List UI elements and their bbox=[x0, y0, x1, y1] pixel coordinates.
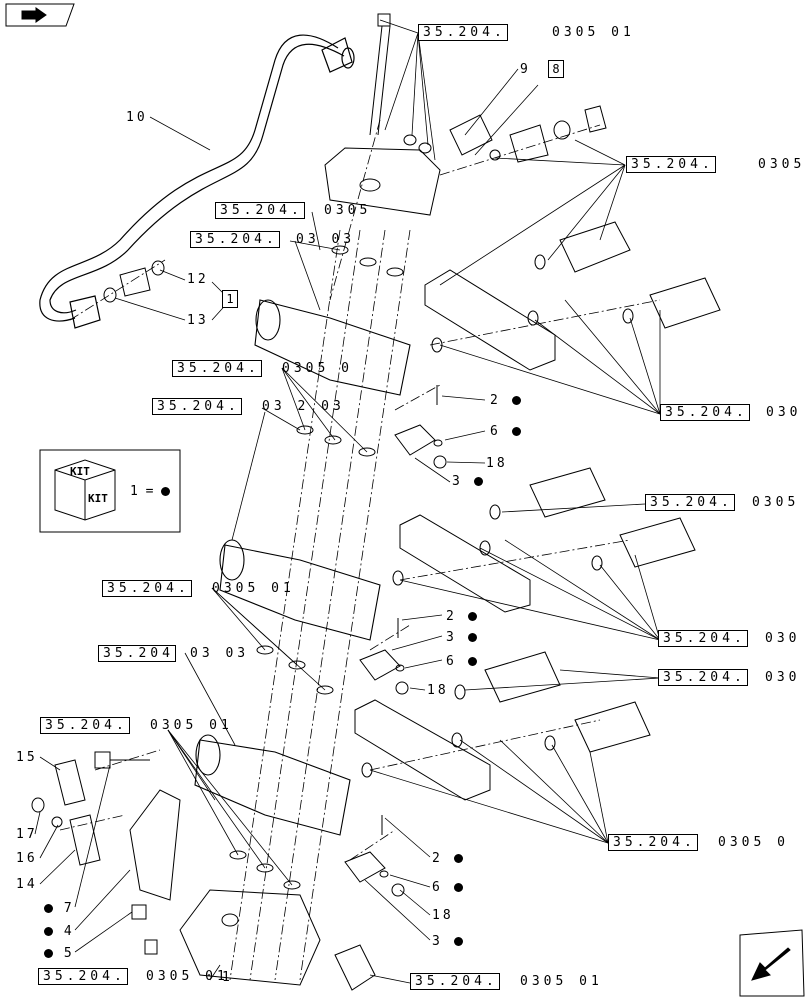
ref-box[interactable]: 35.204. bbox=[410, 973, 500, 990]
callout-17[interactable]: 17 bbox=[16, 827, 38, 842]
callout-6[interactable]: 6 bbox=[432, 880, 463, 895]
ref-box[interactable]: 35.204. bbox=[152, 398, 242, 415]
callout-18[interactable]: 18 bbox=[427, 683, 449, 698]
kit-legend-frame bbox=[39, 449, 181, 533]
callout-6[interactable]: 6 bbox=[446, 654, 477, 669]
ref-box[interactable]: 35.204. bbox=[38, 968, 128, 985]
ref-box[interactable]: 35.204. bbox=[626, 156, 716, 173]
callout-14[interactable]: 14 bbox=[16, 877, 38, 892]
nav-icon-top bbox=[5, 3, 75, 27]
ref-suffix: 0305 0 bbox=[718, 835, 789, 850]
o-rings bbox=[103, 254, 634, 778]
callout-12[interactable]: 12 bbox=[187, 272, 209, 287]
pipe-assembly bbox=[39, 34, 355, 329]
nav-icon-bottom bbox=[739, 929, 805, 997]
callout-2[interactable]: 2 bbox=[432, 851, 463, 866]
lever-assemblies bbox=[344, 385, 447, 897]
kit-legend-text: 1 = bbox=[130, 484, 171, 499]
callout-8[interactable]: 8 bbox=[548, 60, 564, 78]
next-page-button[interactable] bbox=[740, 930, 804, 996]
ref-box[interactable]: 35.204. bbox=[172, 360, 262, 377]
mounting-bracket bbox=[31, 751, 181, 920]
ref-suffix: 0305 01 bbox=[520, 974, 603, 989]
ref-suffix: 03 03 bbox=[296, 232, 356, 247]
callout-3[interactable]: 3 bbox=[452, 474, 483, 489]
kit-top-label: KIT bbox=[70, 465, 90, 478]
ref-suffix: 0305 01 bbox=[150, 718, 233, 733]
ref-suffix: 0305 0 bbox=[282, 361, 353, 376]
callout-6[interactable]: 6 bbox=[490, 424, 521, 439]
callout-9[interactable]: 9 bbox=[520, 62, 531, 77]
previous-page-button[interactable] bbox=[6, 4, 74, 26]
callout-3[interactable]: 3 bbox=[446, 630, 477, 645]
callout-4[interactable]: 4 bbox=[44, 924, 75, 939]
callout-5[interactable]: 5 bbox=[44, 946, 75, 961]
tie-rod-seals bbox=[229, 245, 404, 890]
callout-1-box[interactable]: 1 bbox=[222, 290, 238, 308]
ref-box[interactable]: 35.204. bbox=[190, 231, 280, 248]
top-end-cover bbox=[324, 13, 493, 216]
callout-16[interactable]: 16 bbox=[16, 851, 38, 866]
bottom-inlet-cover bbox=[144, 889, 376, 991]
callout-7[interactable]: 7 bbox=[44, 901, 75, 916]
callout-13[interactable]: 13 bbox=[187, 313, 209, 328]
assembly-axes bbox=[59, 119, 661, 981]
ref-suffix: 0305 01 bbox=[552, 25, 635, 40]
top-right-plugs bbox=[489, 105, 607, 163]
callout-3[interactable]: 3 bbox=[432, 934, 463, 949]
kit-front-label: KIT bbox=[88, 492, 108, 505]
ref-suffix: 030 bbox=[766, 405, 802, 420]
ref-suffix: 0305 bbox=[324, 203, 372, 218]
callout-18[interactable]: 18 bbox=[432, 908, 454, 923]
ref-suffix: 030 bbox=[765, 670, 801, 685]
ref-box[interactable]: 35.204. bbox=[608, 834, 698, 851]
ref-box[interactable]: 35.204 bbox=[98, 645, 176, 662]
callout-18[interactable]: 18 bbox=[486, 456, 508, 471]
ref-suffix: 03 03 bbox=[190, 646, 250, 661]
ref-suffix: 03 2 03 bbox=[262, 399, 345, 414]
ref-box[interactable]: 35.204. bbox=[658, 630, 748, 647]
ref-suffix: 0305 01 bbox=[212, 581, 295, 596]
slider-bars bbox=[354, 269, 556, 801]
ref-box[interactable]: 35.204. bbox=[658, 669, 748, 686]
ref-box[interactable]: 35.204. bbox=[645, 494, 735, 511]
callout-2[interactable]: 2 bbox=[490, 393, 521, 408]
ref-suffix: 030 bbox=[765, 631, 801, 646]
ref-box[interactable]: 35.204. bbox=[40, 717, 130, 734]
ref-box[interactable]: 35.204. bbox=[418, 24, 508, 41]
ref-suffix: 0305 bbox=[752, 495, 800, 510]
ref-box[interactable]: 35.204. bbox=[660, 404, 750, 421]
valve-sections bbox=[194, 299, 411, 836]
ref-box[interactable]: 35.204. bbox=[102, 580, 192, 597]
callout-1[interactable]: 1 bbox=[222, 970, 233, 985]
leader-lines bbox=[34, 19, 661, 984]
callout-15[interactable]: 15 bbox=[16, 750, 38, 765]
callout-2[interactable]: 2 bbox=[446, 609, 477, 624]
callout-10[interactable]: 10 bbox=[126, 110, 148, 125]
ref-suffix: 0305 bbox=[758, 157, 806, 172]
ref-suffix: 0305 01 bbox=[146, 969, 229, 984]
ref-box[interactable]: 35.204. bbox=[215, 202, 305, 219]
